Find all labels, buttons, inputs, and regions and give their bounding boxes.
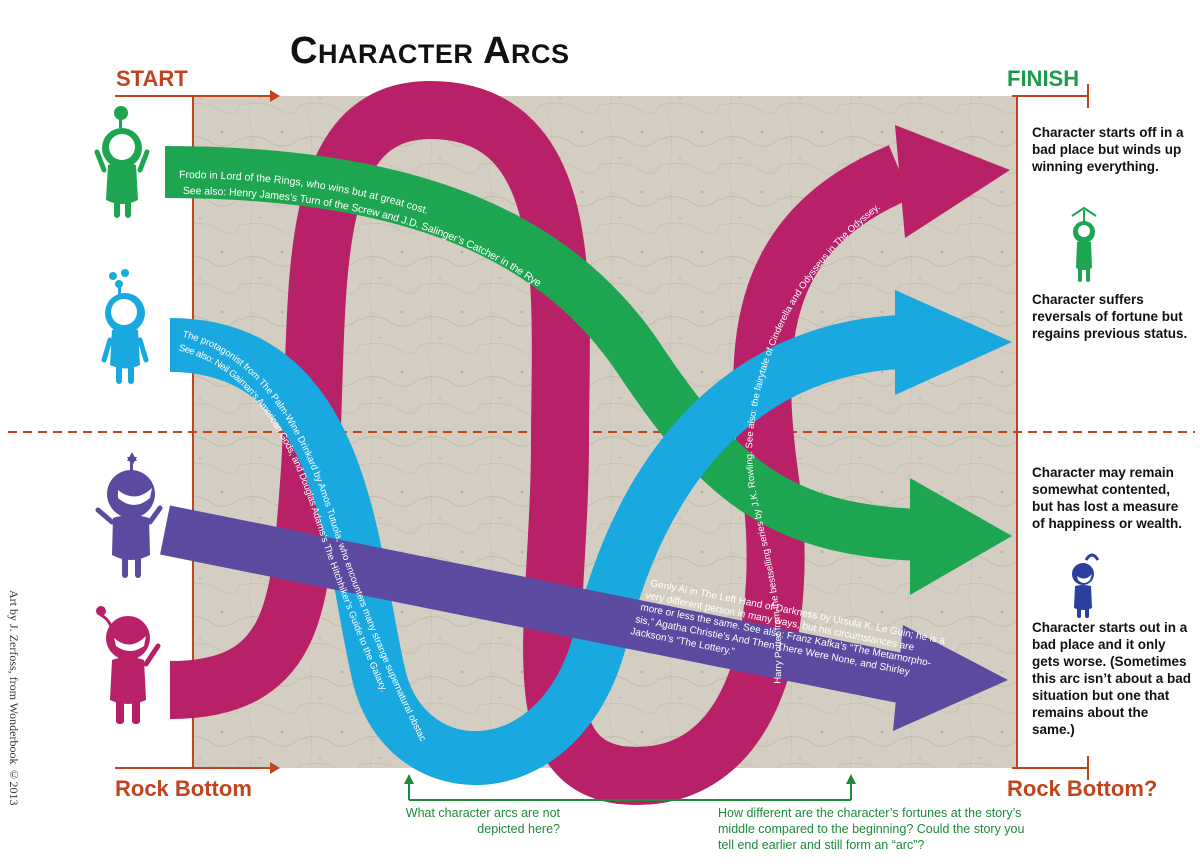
axis-rock-bottom-finish: Rock Bottom? [1007,776,1158,801]
character-magenta-icon [96,606,161,724]
question-middle-fortunes: How different are the character’s fortun… [718,806,1025,852]
character-green-small-icon [1071,206,1097,282]
axis-rock-bottom-start: Rock Bottom [115,776,252,801]
character-purple-icon [95,452,163,578]
description-cyan: Character suffers reversals of fortune b… [1032,292,1188,341]
page-title: Character Arcs [290,30,570,72]
axis-finish-label: FINISH [1007,66,1080,91]
axis-start-label: START [116,66,188,91]
description-green: Character starts off in a bad place but … [1032,125,1184,174]
description-purple: Character may remain somewhat contented,… [1032,465,1183,531]
art-credit: Art by J. Zerfoss, from Wonderbook ©2013 [7,590,21,806]
character-blue-small-icon [1072,553,1100,618]
arc-purple [160,505,1008,731]
question-not-depicted: What character arcs are not depicted her… [405,806,560,836]
question-markers [404,774,856,801]
character-cyan-icon [101,269,149,384]
description-magenta: Character starts out in a bad place and … [1032,620,1192,737]
arc-cyan [169,290,1012,785]
character-green-icon [94,106,150,218]
arc-green [164,146,1012,595]
